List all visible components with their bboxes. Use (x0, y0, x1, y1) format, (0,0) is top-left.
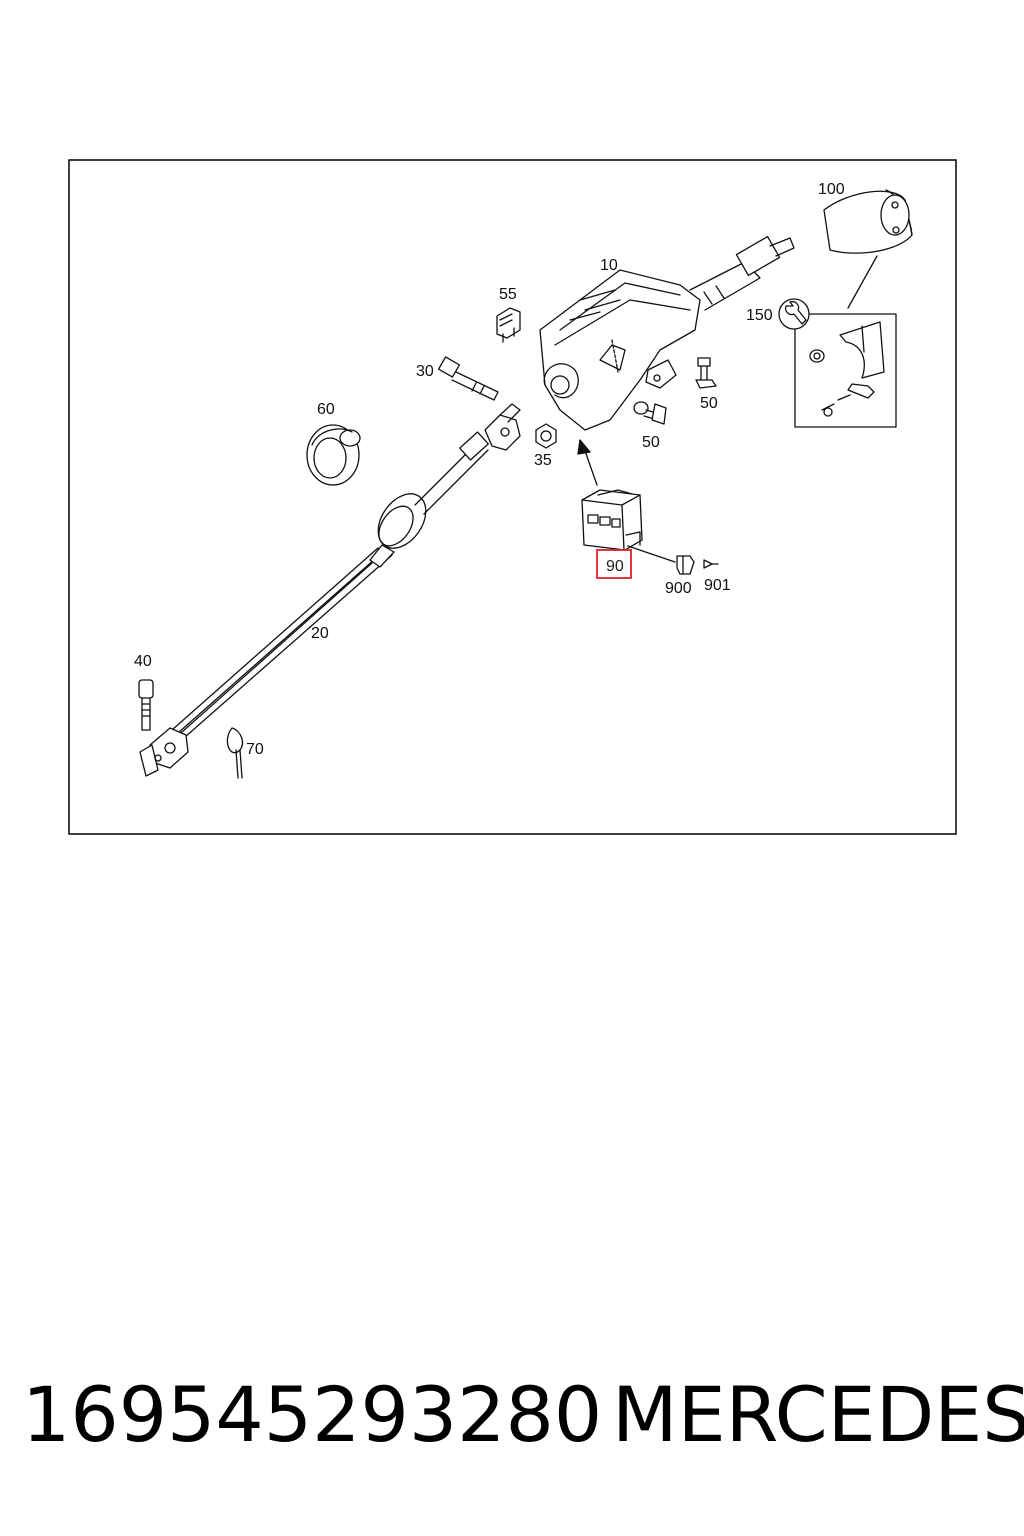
callout-100: 100 (818, 181, 845, 198)
callout-labels: 10 20 30 35 40 50 50 55 60 70 90 100 150… (134, 181, 845, 758)
callout-30: 30 (416, 363, 434, 380)
bolt-part-30 (437, 356, 499, 401)
bolt-part-50-lower (633, 401, 667, 425)
footer-caption: 169545293280 MERCEDES (0, 1370, 1024, 1480)
clip-part-70 (226, 727, 244, 779)
callout-90: 90 (606, 558, 624, 575)
steering-shaft-part-20 (139, 403, 521, 777)
part-number: 169545293280 (22, 1370, 603, 1459)
callout-55: 55 (499, 286, 517, 303)
bolt-part-40 (138, 679, 154, 731)
clip-part-55 (496, 307, 521, 343)
cover-part-100 (823, 189, 913, 254)
wrench-icon (778, 298, 810, 330)
module-part-90 (581, 489, 643, 551)
diagram-frame (68, 159, 957, 835)
repair-kit-part-150 (794, 313, 897, 428)
callout-70: 70 (246, 741, 264, 758)
highlight-box-part-90 (596, 549, 632, 579)
callout-35: 35 (534, 452, 552, 469)
callout-50-lower: 50 (642, 434, 660, 451)
pin-part-901 (703, 559, 719, 569)
bolt-part-50-upper (695, 357, 717, 389)
steering-column-part-10 (539, 235, 795, 431)
nut-part-35 (535, 423, 557, 449)
steering-column-exploded-diagram: 10 20 30 35 40 50 50 55 60 70 90 100 150… (68, 159, 957, 835)
callout-20: 20 (311, 625, 329, 642)
grommet-part-60 (306, 424, 361, 486)
callout-10: 10 (600, 257, 618, 274)
callout-901: 901 (704, 577, 731, 594)
assembly-arrow (577, 439, 598, 486)
callout-50-upper: 50 (700, 395, 718, 412)
callout-900: 900 (665, 580, 692, 597)
connector-part-900 (676, 555, 695, 575)
callout-150: 150 (746, 307, 773, 324)
brand-name: MERCEDES (612, 1370, 1024, 1459)
callout-40: 40 (134, 653, 152, 670)
callout-60: 60 (317, 401, 335, 418)
